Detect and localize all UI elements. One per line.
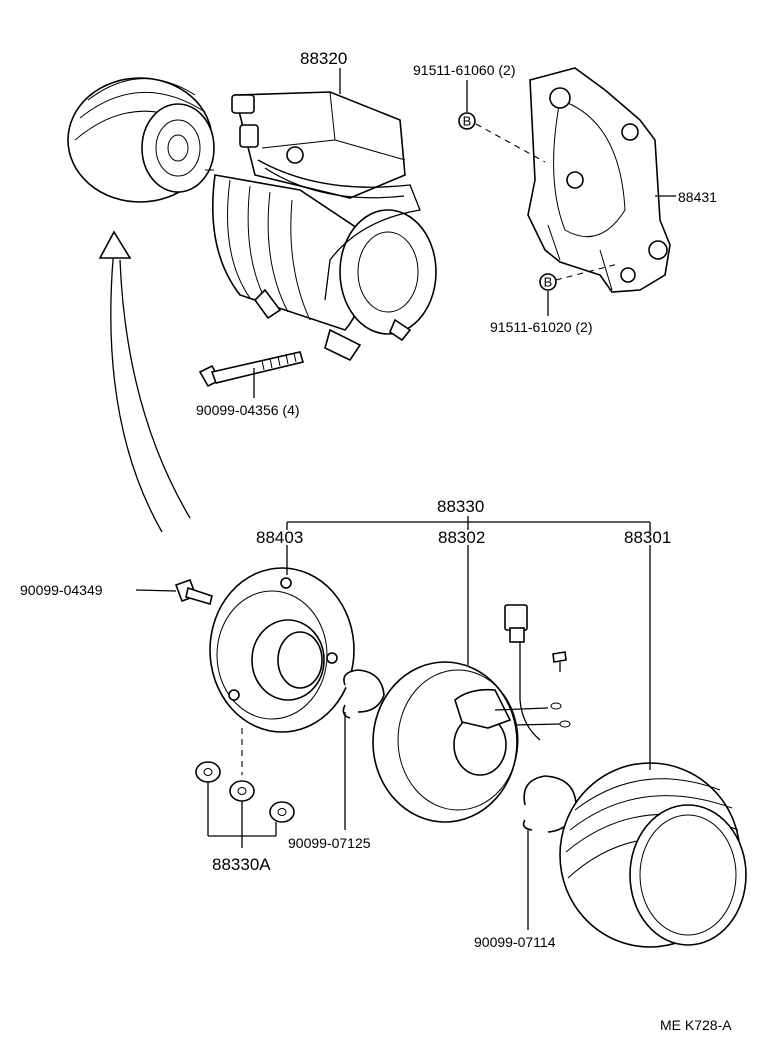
- label-pulley: 88301: [624, 528, 671, 547]
- snap-ring-small-illustration: [342, 669, 385, 830]
- screw-illustration: [552, 651, 567, 672]
- label-snap-ring-small: 90099-07125: [288, 835, 371, 851]
- label-long-bolt: 90099-04356 (4): [196, 402, 300, 418]
- compressor-88320-illustration: [212, 68, 437, 362]
- bolt-b-top-marker: B: [458, 80, 546, 163]
- label-figure-code: ME K728-A: [660, 1017, 732, 1033]
- long-bolt-illustration: [198, 351, 305, 398]
- label-clutch-assembly: 88330: [437, 497, 484, 516]
- pulley-88301-illustration: [559, 545, 747, 948]
- assembled-clutch-illustration: [67, 77, 215, 203]
- label-bolt-b-top: 91511-61060 (2): [413, 62, 515, 78]
- svg-text:B: B: [463, 114, 472, 129]
- field-coil-88302-illustration: [372, 545, 571, 823]
- label-bracket: 88431: [678, 189, 717, 205]
- bracket-88431-illustration: [527, 67, 676, 293]
- clutch-assembly-bracket: [286, 516, 651, 532]
- label-field-coil: 88302: [438, 528, 485, 547]
- shims-illustration: [195, 761, 295, 848]
- svg-text:B: B: [544, 275, 553, 290]
- label-snap-ring-large: 90099-07114: [474, 934, 556, 950]
- labels: 88320 91511-61060 (2) 88431 91511-61020 …: [20, 49, 732, 1033]
- bolt-b-bottom-marker: B: [539, 263, 619, 316]
- label-compressor: 88320: [300, 49, 347, 68]
- assembly-arrow: [98, 230, 191, 533]
- hub-bolt-illustration: [135, 578, 213, 606]
- label-shims: 88330A: [212, 855, 271, 874]
- label-hub: 88403: [256, 528, 303, 547]
- label-hub-bolt: 90099-04349: [20, 582, 103, 598]
- label-bolt-b-bottom: 91511-61020 (2): [490, 319, 592, 335]
- hub-88403-illustration: [209, 545, 355, 775]
